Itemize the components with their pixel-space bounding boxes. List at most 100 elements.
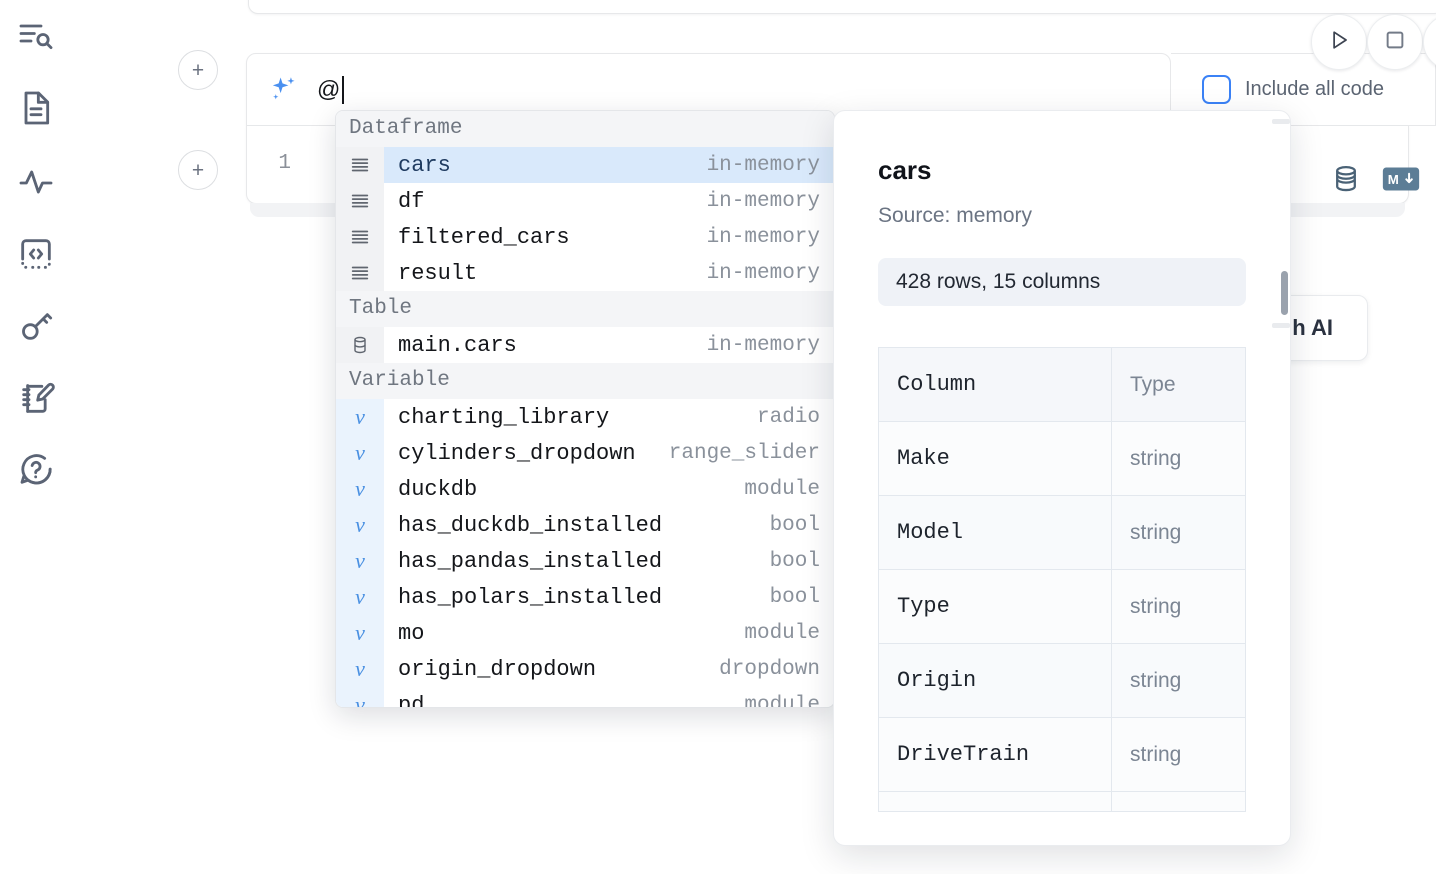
autocomplete-item-type: bool xyxy=(769,513,820,537)
sparkles-icon xyxy=(267,73,301,107)
variable-icon: v xyxy=(336,399,384,435)
cell-column-type: string xyxy=(1130,594,1182,618)
include-all-code-label: Include all code xyxy=(1245,78,1384,100)
autocomplete-section-header: Dataframe xyxy=(336,111,834,147)
autocomplete-item-name: df xyxy=(398,188,425,214)
autocomplete-item-type: in-memory xyxy=(706,261,820,285)
autocomplete-item-type: in-memory xyxy=(706,189,820,213)
sidebar-item-runtime[interactable] xyxy=(14,160,58,204)
ai-prompt-input[interactable]: @ xyxy=(317,73,344,107)
variable-icon: v xyxy=(336,507,384,543)
autocomplete-item-name: pd xyxy=(398,692,425,708)
sidebar-item-scratchpad[interactable] xyxy=(14,376,58,420)
database-icon[interactable] xyxy=(1330,163,1362,200)
sidebar-item-secrets[interactable] xyxy=(14,304,58,348)
variable-icon: v xyxy=(336,687,384,707)
dataframe-icon xyxy=(336,183,384,219)
cell-column-type: string xyxy=(1130,520,1182,544)
scratchpad-edit-icon xyxy=(16,378,56,418)
sidebar-item-help[interactable] xyxy=(14,448,58,492)
add-cell-button-bottom[interactable]: + xyxy=(178,150,218,190)
help-chat-icon xyxy=(16,450,56,490)
autocomplete-item-name: has_polars_installed xyxy=(398,584,663,610)
autocomplete-item-type: in-memory xyxy=(706,225,820,249)
detail-shape-chip: 428 rows, 15 columns xyxy=(878,258,1246,306)
autocomplete-item-type: dropdown xyxy=(719,657,820,681)
plus-icon: + xyxy=(191,158,205,182)
autocomplete-item-type: radio xyxy=(756,405,820,429)
left-icon-rail xyxy=(0,0,72,874)
include-all-code-checkbox[interactable] xyxy=(1202,75,1231,104)
autocomplete-item-name: charting_library xyxy=(398,404,610,430)
autocomplete-item-type: bool xyxy=(769,549,820,573)
autocomplete-section-header: Variable xyxy=(336,363,834,399)
table-row: Origin string xyxy=(879,644,1245,718)
autocomplete-item[interactable]: v charting_library radio xyxy=(336,399,834,435)
cell-column-type: string xyxy=(1130,668,1182,692)
autocomplete-item[interactable]: df in-memory xyxy=(336,183,834,219)
variable-icon: v xyxy=(336,579,384,615)
markdown-icon[interactable]: M xyxy=(1382,166,1420,197)
cell-column-name: Type xyxy=(879,570,1112,643)
table-row-clipped xyxy=(879,792,1245,812)
code-braces-icon xyxy=(16,234,56,274)
autocomplete-item-type: module xyxy=(744,477,820,501)
svg-text:M: M xyxy=(1388,172,1399,187)
autocomplete-item[interactable]: v has_polars_installed bool xyxy=(336,579,834,615)
autocomplete-item-type: bool xyxy=(769,585,820,609)
table-db-icon xyxy=(336,327,384,363)
cell-column-type: string xyxy=(1130,446,1182,470)
scroll-tick-bottom xyxy=(1272,323,1290,328)
play-icon xyxy=(1326,27,1352,58)
autocomplete-item-type: module xyxy=(744,621,820,645)
scroll-tick-top xyxy=(1272,119,1290,124)
autocomplete-item-type: range_slider xyxy=(668,441,820,465)
variable-icon: v xyxy=(336,471,384,507)
detail-source: Source: memory xyxy=(878,204,1033,227)
cell-column-name: Origin xyxy=(879,644,1112,717)
cell-column-name: Model xyxy=(879,496,1112,569)
cell-column-name: DriveTrain xyxy=(879,718,1112,791)
dataframe-icon xyxy=(336,219,384,255)
interrupt-button[interactable] xyxy=(1367,14,1423,70)
autocomplete-item-name: duckdb xyxy=(398,476,478,502)
run-button[interactable] xyxy=(1311,14,1367,70)
dataframe-icon xyxy=(336,255,384,291)
dataframe-icon xyxy=(336,147,384,183)
sidebar-item-notebook[interactable] xyxy=(14,86,58,130)
autocomplete-item-name: cylinders_dropdown xyxy=(398,440,636,466)
cell-column-type: string xyxy=(1130,742,1182,766)
autocomplete-item[interactable]: filtered_cars in-memory xyxy=(336,219,834,255)
key-icon xyxy=(16,306,56,346)
autocomplete-item-name: main.cars xyxy=(398,332,517,358)
autocomplete-item-name: cars xyxy=(398,152,451,178)
cell-above-clipped xyxy=(248,0,1436,14)
autocomplete-item-type: module xyxy=(744,693,820,708)
detail-scrollbar-thumb[interactable] xyxy=(1281,271,1288,315)
activity-icon xyxy=(16,162,56,202)
sidebar-item-snippets[interactable] xyxy=(14,232,58,276)
outline-search-icon xyxy=(16,16,56,56)
text-caret xyxy=(341,75,344,104)
autocomplete-item-name: filtered_cars xyxy=(398,224,570,250)
detail-title: cars xyxy=(878,155,932,185)
table-row: Model string xyxy=(879,496,1245,570)
add-cell-button-top[interactable]: + xyxy=(178,50,218,90)
autocomplete-item-name: mo xyxy=(398,620,425,646)
sidebar-item-explore[interactable] xyxy=(14,14,58,58)
table-header-row: Column Type xyxy=(879,348,1245,422)
stop-square-icon xyxy=(1382,27,1408,58)
